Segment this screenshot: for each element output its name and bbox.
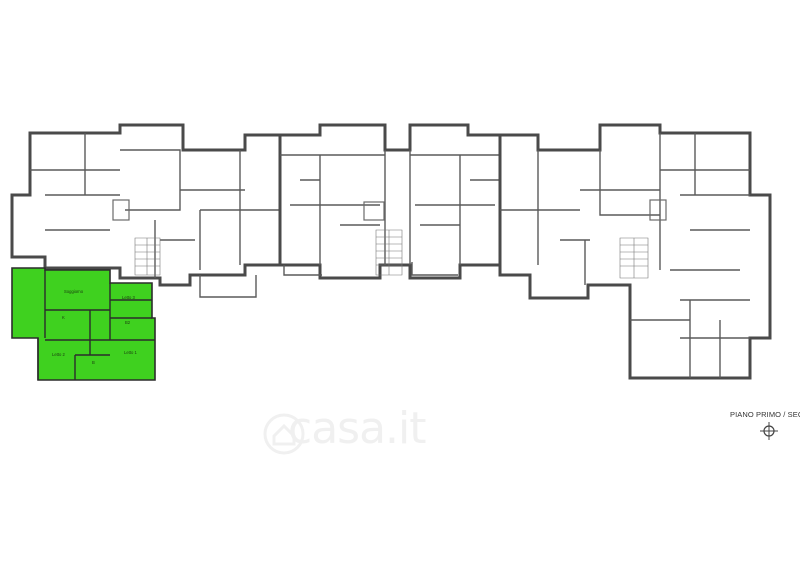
watermark-text: casa.it bbox=[288, 403, 427, 454]
room-label-bath: B2 bbox=[125, 320, 131, 325]
room-label-letto2: Letto 2 bbox=[52, 352, 65, 357]
highlighted-apartment: Soggiorno Letto 3 B2 K Letto 2 Letto 1 B bbox=[11, 267, 156, 381]
north-arrow-icon bbox=[760, 422, 778, 440]
room-label-letto1: Letto 1 bbox=[124, 350, 137, 355]
room-label-soggiorno: Soggiorno bbox=[64, 289, 84, 294]
floor-label: PIANO PRIMO / SECONI bbox=[730, 410, 800, 419]
casa-logo-icon bbox=[263, 413, 305, 455]
room-label-letto3: Letto 3 bbox=[122, 295, 135, 300]
building-right-wing bbox=[498, 123, 772, 380]
building-left-wing bbox=[10, 123, 282, 298]
room-label-kitchen: K bbox=[62, 315, 65, 320]
building-center bbox=[278, 123, 502, 280]
room-label-b1: B bbox=[92, 360, 95, 365]
